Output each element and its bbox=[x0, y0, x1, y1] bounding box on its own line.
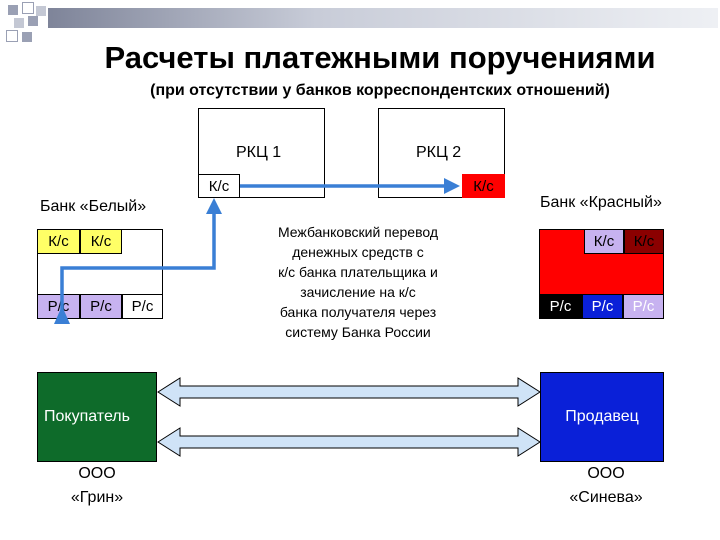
deco-square bbox=[36, 6, 46, 16]
header-rule bbox=[48, 8, 718, 28]
interbank-transfer-arrowhead bbox=[444, 178, 460, 194]
rkc2-label: РКЦ 2 bbox=[416, 144, 462, 161]
seller-box: Продавец bbox=[540, 372, 664, 462]
transfer-description-line: систему Банка России bbox=[285, 324, 431, 340]
transfer-description-line: денежных средств с bbox=[292, 244, 424, 260]
transfer-description-line: Межбанковский перевод bbox=[277, 224, 439, 240]
transfer-description-line: зачисление на к/с bbox=[300, 284, 416, 300]
seller-organization: ООО «Синева» bbox=[556, 462, 656, 510]
bank-red-name: Банк «Красный» bbox=[540, 194, 662, 211]
rkc1-account: К/с bbox=[198, 174, 240, 198]
deco-square bbox=[8, 5, 18, 15]
page-title: Расчеты платежными поручениями bbox=[104, 40, 656, 75]
bank-white-correspondent-account: К/с bbox=[37, 229, 80, 254]
deco-square bbox=[14, 18, 24, 28]
contract-arrow-lower bbox=[157, 427, 541, 457]
payment-path-arrowhead bbox=[54, 306, 70, 324]
deco-square bbox=[6, 30, 18, 42]
bank-red-correspondent-account: К/с bbox=[624, 229, 664, 254]
deco-square bbox=[28, 16, 38, 26]
bank-red-settlement-account: Р/с bbox=[582, 294, 623, 319]
transfer-description: Межбанковский перевод денежных средств с… bbox=[258, 222, 458, 342]
bank-red-settlement-account: Р/с bbox=[539, 294, 582, 319]
deco-square bbox=[22, 2, 34, 14]
bank-white-correspondent-account: К/с bbox=[80, 229, 122, 254]
seller-label: Продавец bbox=[565, 408, 639, 425]
contract-arrow-upper bbox=[157, 377, 541, 407]
deco-square bbox=[22, 32, 32, 42]
bank-white-name: Банк «Белый» bbox=[40, 198, 147, 215]
buyer-org-type: ООО bbox=[78, 465, 116, 482]
transfer-description-line: к/с банка плательщика и bbox=[278, 264, 438, 280]
bank-red-correspondent-account: К/с bbox=[584, 229, 624, 254]
buyer-label: Покупатель bbox=[44, 408, 130, 425]
seller-org-name: «Синева» bbox=[569, 489, 643, 506]
transfer-description-line: банка получателя через bbox=[279, 304, 437, 320]
page-subtitle: (при отсутствии у банков корреспондентск… bbox=[150, 82, 610, 99]
rkc1-label: РКЦ 1 bbox=[236, 144, 282, 161]
seller-org-type: ООО bbox=[587, 465, 625, 482]
bank-red-settlement-account: Р/с bbox=[623, 294, 664, 319]
buyer-organization: ООО «Грин» bbox=[52, 462, 142, 510]
buyer-box: Покупатель bbox=[37, 372, 157, 462]
payment-path-arrowhead bbox=[206, 198, 222, 214]
bank-white-settlement-account: Р/с bbox=[122, 294, 163, 319]
bank-white-settlement-account: Р/с bbox=[80, 294, 122, 319]
rkc2-account: К/с bbox=[462, 174, 505, 198]
buyer-org-name: «Грин» bbox=[70, 489, 124, 506]
payment-path-line bbox=[60, 202, 216, 324]
